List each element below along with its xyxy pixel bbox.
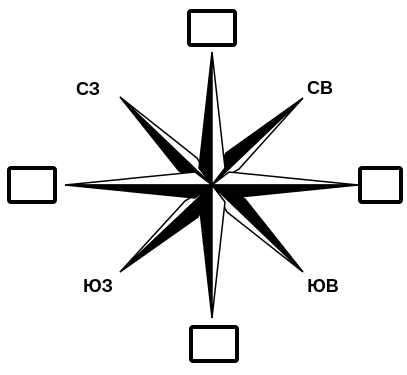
north-answer-box[interactable] (189, 11, 235, 45)
sw-point-dark-half (120, 185, 212, 272)
east-point-dark-half (212, 185, 358, 198)
south-point-dark-half (199, 185, 212, 318)
west-answer-box[interactable] (9, 168, 55, 202)
south-answer-box[interactable] (191, 327, 237, 361)
label-se: ЮВ (307, 276, 339, 296)
south-point-light-half (212, 185, 225, 318)
label-nw: СЗ (76, 79, 100, 99)
nw-point-dark-half (120, 97, 212, 185)
label-sw: ЮЗ (83, 276, 113, 296)
ne-point-dark-half (212, 98, 303, 185)
label-ne: СВ (307, 78, 333, 98)
se-point-dark-half (212, 185, 303, 272)
west-point-dark-half (65, 185, 212, 198)
east-point-light-half (212, 172, 358, 185)
west-point-light-half (65, 172, 212, 185)
north-point-dark-half (199, 52, 212, 185)
north-point-light-half (212, 52, 225, 185)
east-answer-box[interactable] (360, 168, 401, 202)
